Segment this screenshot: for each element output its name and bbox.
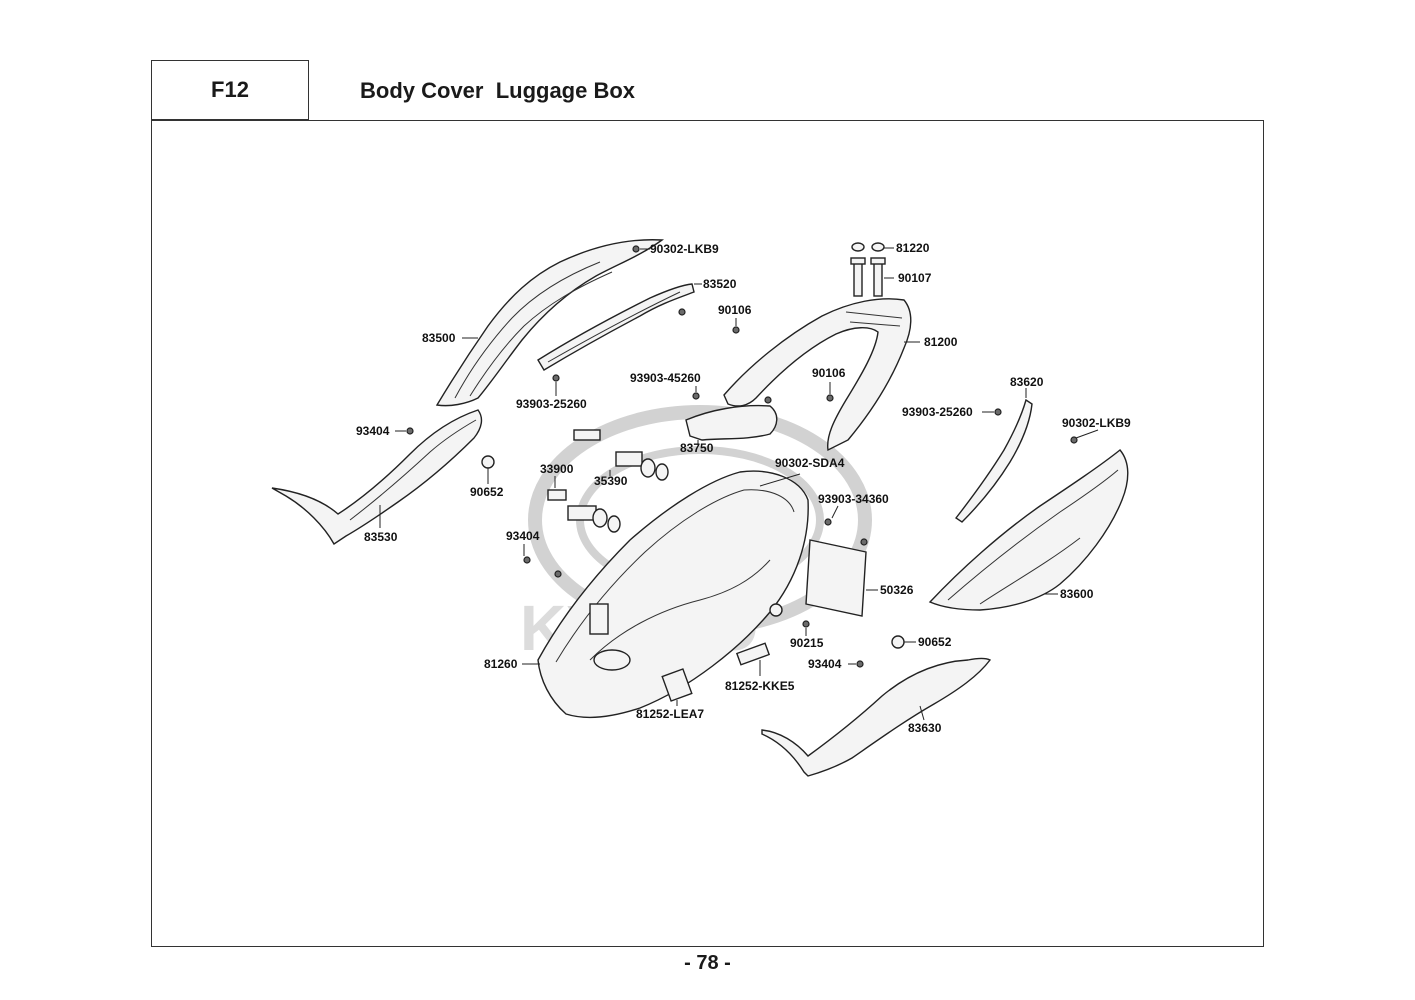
label-93404-center: 93404: [506, 529, 540, 543]
label-93903-25260: 93903-25260: [516, 397, 587, 411]
part-35390-hinge-assembly: [573, 429, 669, 481]
section-code: F12: [151, 60, 309, 120]
label-93903-34360: 93903-34360: [818, 492, 889, 506]
part-83630-right-lower-cover: [761, 657, 992, 777]
label-90107: 90107: [898, 271, 932, 285]
label-93404-right: 93404: [808, 657, 842, 671]
part-labels: 90302-LKB9 83520 83500 93903-25260 93404…: [356, 241, 1131, 735]
part-83520-trim-strip: [537, 283, 695, 371]
label-81200: 81200: [924, 335, 958, 349]
label-90302-SDA4: 90302-SDA4: [775, 456, 845, 470]
part-83500-left-cover: [435, 239, 665, 407]
label-83530: 83530: [364, 530, 398, 544]
label-83520: 83520: [703, 277, 737, 291]
page-title: Body Cover Luggage Box: [360, 78, 636, 103]
label-83500: 83500: [422, 331, 456, 345]
part-83750-bracket: [685, 404, 778, 441]
part-83530-left-lower-cover: [271, 409, 483, 546]
label-93903-45260: 93903-45260: [630, 371, 701, 385]
part-81200-rear-carrier: [723, 298, 912, 452]
label-90106-top: 90106: [718, 303, 752, 317]
label-90652: 90652: [470, 485, 504, 499]
label-35390: 35390: [594, 474, 628, 488]
label-90215: 90215: [790, 636, 824, 650]
part-81260-luggage-box: [537, 470, 809, 719]
page-number: - 78 -: [684, 952, 731, 974]
label-83600: 83600: [1060, 587, 1094, 601]
label-90652-right: 90652: [918, 635, 952, 649]
label-90106-right: 90106: [812, 366, 846, 380]
label-81252-LEA7: 81252-LEA7: [636, 707, 704, 721]
label-90302-LKB9-right: 90302-LKB9: [1062, 416, 1131, 430]
label-83620: 83620: [1010, 375, 1044, 389]
label-93903-25260-right: 93903-25260: [902, 405, 973, 419]
label-83750: 83750: [680, 441, 714, 455]
leader-lines: [379, 247, 1099, 721]
label-50326: 50326: [880, 583, 914, 597]
label-81252-KKE5: 81252-KKE5: [725, 679, 795, 693]
part-50326-panel: [805, 539, 867, 617]
fasteners: [406, 245, 1078, 702]
label-33900: 33900: [540, 462, 574, 476]
diagram-frame: [151, 120, 1264, 947]
label-90302-LKB9: 90302-LKB9: [650, 242, 719, 256]
label-81220: 81220: [896, 241, 930, 255]
label-93404: 93404: [356, 424, 390, 438]
part-90107-bolts: [850, 242, 886, 297]
header-title-cell: Body Cover Luggage Box: [308, 60, 1263, 122]
label-81260: 81260: [484, 657, 518, 671]
part-83620-rail: [954, 398, 1033, 523]
part-83600-right-cover: [928, 449, 1129, 611]
part-33900-hinge-pin: [547, 489, 621, 533]
label-83630: 83630: [908, 721, 942, 735]
